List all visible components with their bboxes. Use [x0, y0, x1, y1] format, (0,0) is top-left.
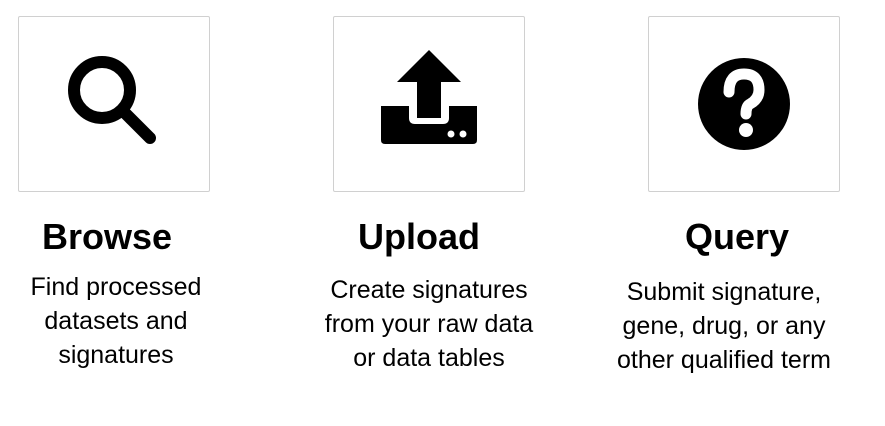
- upload-title: Upload: [358, 216, 480, 257]
- query-title: Query: [684, 216, 790, 257]
- browse-description: Find processed datasets and signatures: [30, 273, 202, 369]
- magnifying-glass-icon: [68, 56, 156, 144]
- upload-card[interactable]: [333, 16, 525, 192]
- upload-description: Create signatures from your raw data or …: [324, 276, 534, 372]
- upload-arrow-tray-icon: [381, 50, 477, 144]
- query-card[interactable]: [648, 16, 840, 192]
- browse-card[interactable]: [18, 16, 210, 192]
- question-circle-icon: [698, 58, 790, 150]
- query-description: Submit signature, gene, drug, or any oth…: [616, 278, 831, 374]
- browse-title: Browse: [41, 216, 173, 257]
